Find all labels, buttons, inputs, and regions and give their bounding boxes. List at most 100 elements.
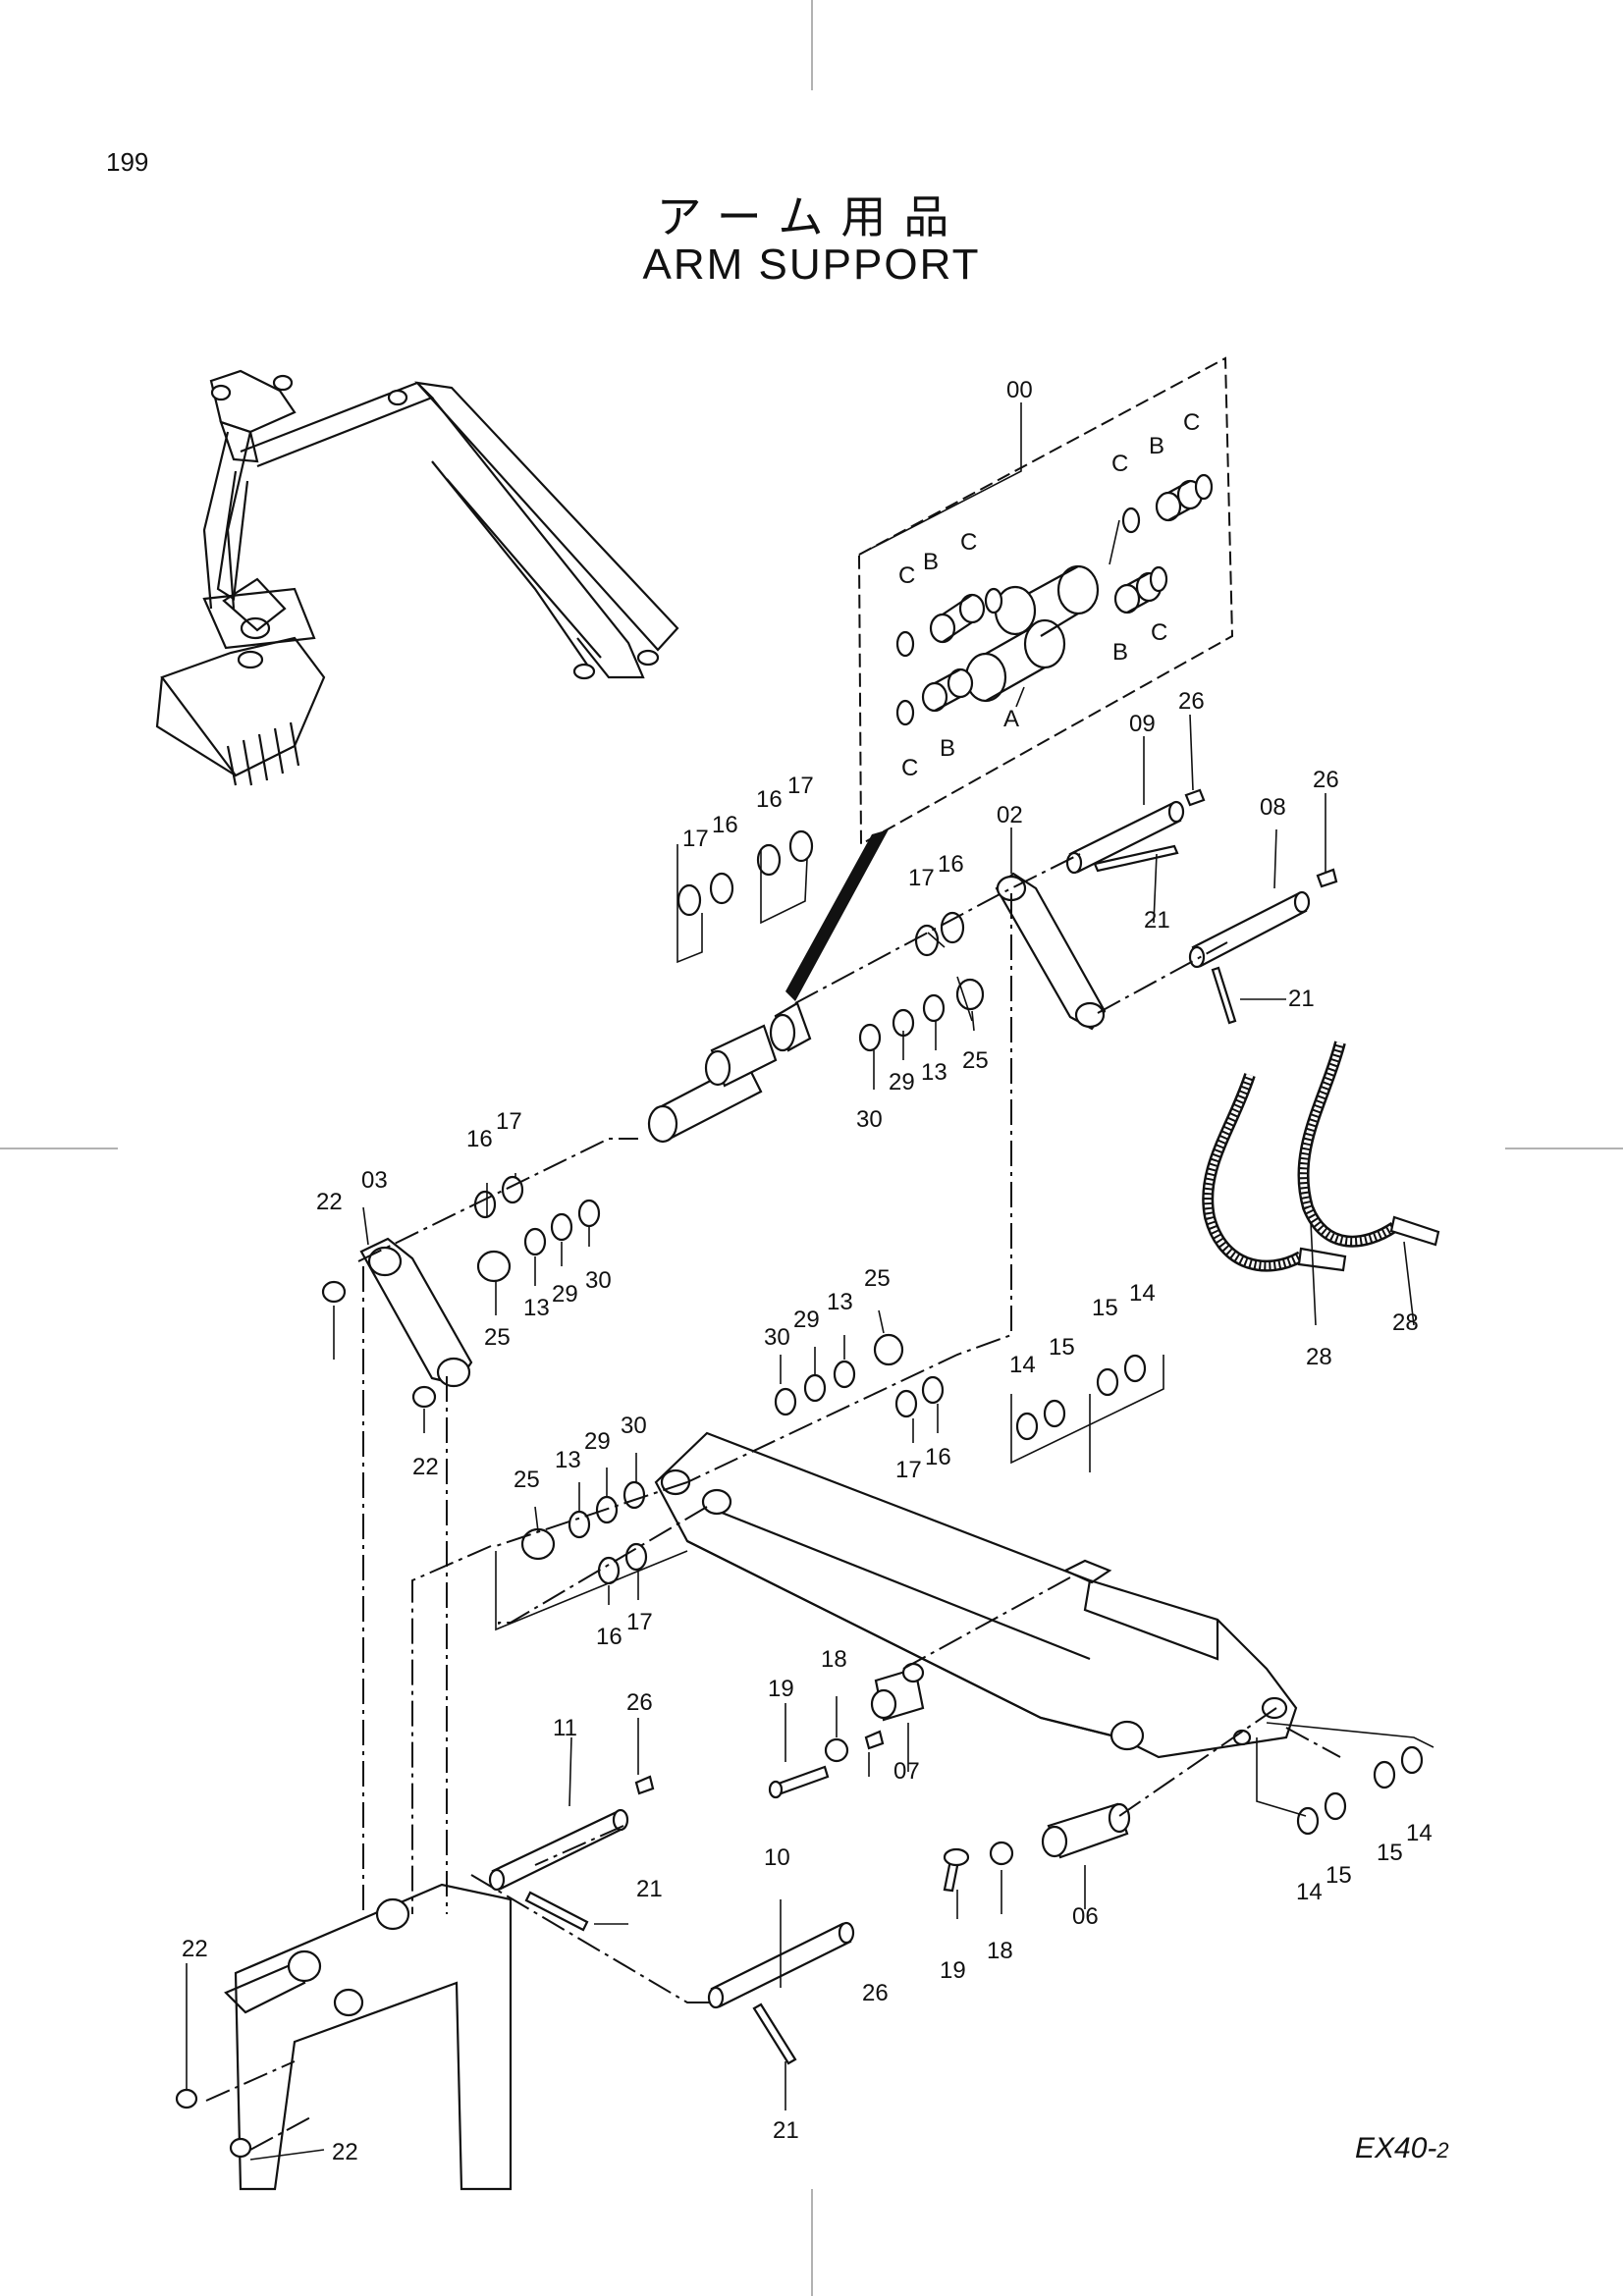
callout-16: 16 xyxy=(712,812,738,838)
callout-26: 26 xyxy=(862,1980,889,2006)
callout-c: C xyxy=(960,529,977,556)
washers-shims-seals xyxy=(321,829,1424,1836)
pin-07 xyxy=(870,1662,925,1722)
callout-13: 13 xyxy=(523,1295,550,1321)
model-code: EX40-2 xyxy=(1355,2132,1449,2165)
callout-10: 10 xyxy=(764,1844,790,1871)
model-code-suffix: 2 xyxy=(1436,2138,1449,2163)
callout-b: B xyxy=(923,549,939,575)
callout-17: 17 xyxy=(682,826,709,852)
callout-15: 15 xyxy=(1377,1840,1403,1866)
seal-c-set xyxy=(895,473,1214,726)
center-bushing-stack xyxy=(647,1001,812,1144)
callout-03: 03 xyxy=(361,1167,388,1194)
callout-18: 18 xyxy=(821,1646,847,1673)
link-02 xyxy=(995,872,1107,1031)
callout-14: 14 xyxy=(1129,1280,1156,1307)
callout-30: 30 xyxy=(585,1267,612,1294)
page-title-japanese: アーム用品 xyxy=(656,190,967,243)
callout-14: 14 xyxy=(1009,1352,1036,1378)
assembly-center-lines xyxy=(205,853,1341,2151)
bushing-assembly-a xyxy=(964,564,1100,703)
callout-28: 28 xyxy=(1306,1344,1332,1370)
pin-09 xyxy=(1065,800,1185,875)
hoses-28 xyxy=(1202,1041,1440,1272)
callout-21: 21 xyxy=(636,1876,663,1902)
callout-00: 00 xyxy=(1006,377,1033,403)
callout-26: 26 xyxy=(626,1689,653,1716)
arm-body xyxy=(654,1431,1298,1759)
callout-14: 14 xyxy=(1406,1820,1433,1846)
callout-16: 16 xyxy=(466,1126,493,1152)
callout-25: 25 xyxy=(864,1265,891,1292)
pin-11 xyxy=(488,1808,629,1932)
callout-15: 15 xyxy=(1049,1334,1075,1361)
callout-13: 13 xyxy=(555,1447,581,1473)
callout-21: 21 xyxy=(773,2117,799,2144)
callout-17: 17 xyxy=(787,773,814,799)
callout-29: 29 xyxy=(552,1281,578,1308)
callout-25: 25 xyxy=(514,1467,540,1493)
callout-25: 25 xyxy=(484,1324,511,1351)
callout-14: 14 xyxy=(1296,1879,1323,1905)
callout-c: C xyxy=(901,755,918,781)
callout-28: 28 xyxy=(1392,1309,1419,1336)
callout-29: 29 xyxy=(793,1307,820,1333)
callout-26: 26 xyxy=(1313,767,1339,793)
callout-16: 16 xyxy=(756,786,783,813)
callout-30: 30 xyxy=(856,1106,883,1133)
callout-21: 21 xyxy=(1144,907,1170,934)
callout-b: B xyxy=(1112,639,1128,666)
callout-15: 15 xyxy=(1092,1295,1118,1321)
callout-26: 26 xyxy=(1178,688,1205,715)
callout-13: 13 xyxy=(827,1289,853,1315)
callout-25: 25 xyxy=(962,1047,989,1074)
callout-15: 15 xyxy=(1325,1862,1352,1889)
callout-18: 18 xyxy=(987,1938,1013,1964)
callout-22: 22 xyxy=(332,2139,358,2165)
callout-22: 22 xyxy=(316,1189,343,1215)
callout-b: B xyxy=(1149,433,1164,459)
leader-lines xyxy=(186,402,1434,2161)
callout-22: 22 xyxy=(182,1936,208,1962)
callout-16: 16 xyxy=(596,1624,622,1650)
callout-19: 19 xyxy=(940,1957,966,1984)
callout-07: 07 xyxy=(893,1758,920,1785)
callout-06: 06 xyxy=(1072,1903,1099,1930)
pin-08 xyxy=(1188,890,1311,1025)
grease-fittings xyxy=(634,788,1338,1795)
callout-30: 30 xyxy=(764,1324,790,1351)
callout-19: 19 xyxy=(768,1676,794,1702)
boom-foot-bracket xyxy=(175,1883,513,2191)
callout-17: 17 xyxy=(496,1108,522,1135)
callout-a: A xyxy=(1003,706,1019,732)
bushing-b-set xyxy=(921,479,1204,713)
callout-16: 16 xyxy=(938,851,964,878)
excavator-overview-illustration xyxy=(155,369,679,786)
callout-11: 11 xyxy=(553,1715,577,1741)
callout-16: 16 xyxy=(925,1444,951,1470)
callout-c: C xyxy=(1111,451,1128,477)
callout-c: C xyxy=(898,562,915,589)
callout-b: B xyxy=(940,735,955,762)
callout-09: 09 xyxy=(1129,711,1156,737)
callout-c: C xyxy=(1183,409,1200,436)
callout-13: 13 xyxy=(921,1059,947,1086)
bolts-and-collars xyxy=(768,1737,1014,1893)
callout-17: 17 xyxy=(895,1457,922,1483)
pin-06 xyxy=(1041,1802,1131,1859)
link-03 xyxy=(359,1237,473,1388)
page-title: ARM SUPPORT xyxy=(642,240,981,289)
callout-29: 29 xyxy=(889,1069,915,1095)
callout-17: 17 xyxy=(908,865,935,891)
callout-29: 29 xyxy=(584,1428,611,1455)
callout-labels: 00 C B C C B C B C A B C 09 26 02 08 26 … xyxy=(182,377,1433,2165)
callout-c: C xyxy=(1151,619,1167,646)
callout-21: 21 xyxy=(1288,986,1315,1012)
callout-17: 17 xyxy=(626,1609,653,1635)
model-code-base: EX40- xyxy=(1355,2132,1437,2164)
page-number: 199 xyxy=(106,147,149,177)
